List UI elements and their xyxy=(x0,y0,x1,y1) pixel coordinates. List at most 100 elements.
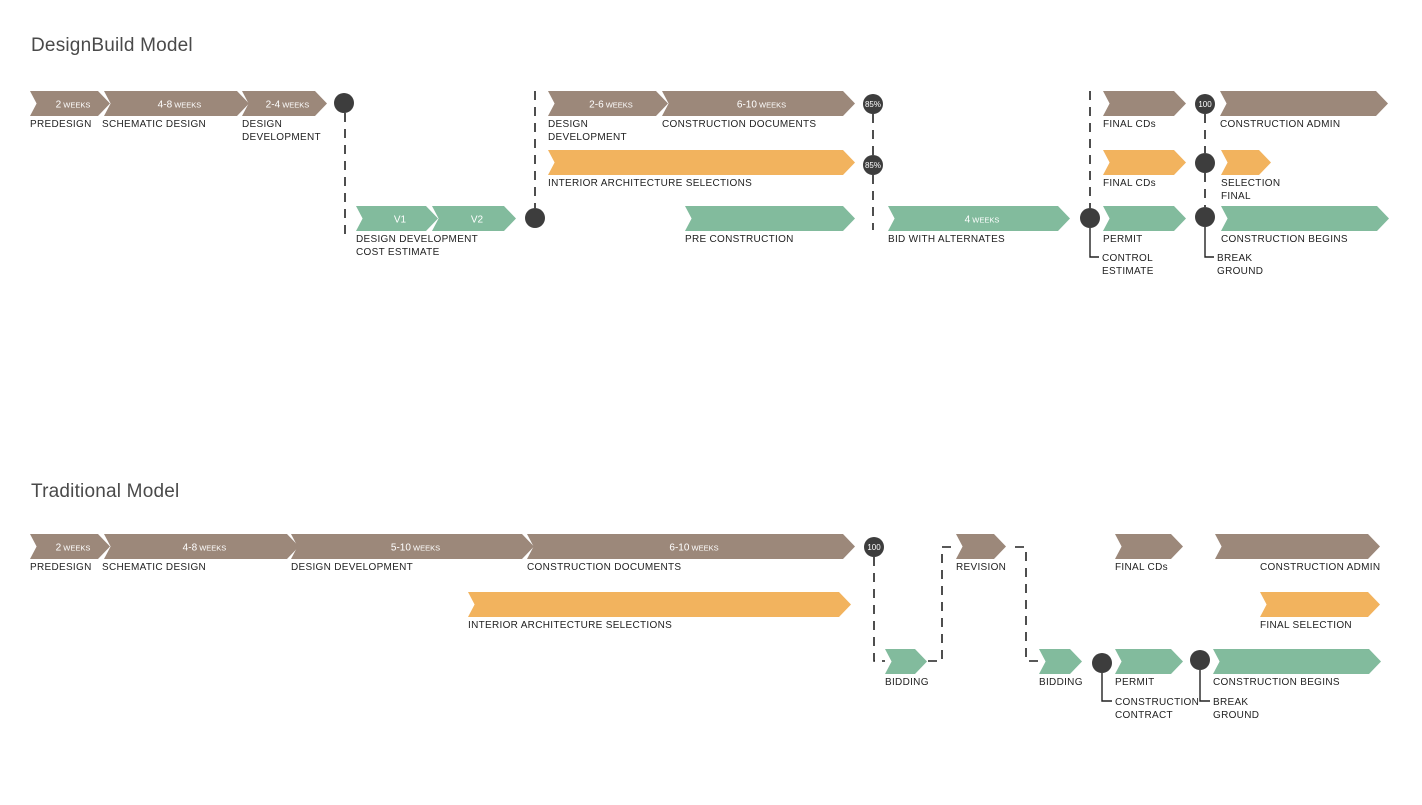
designbuild-title: DesignBuild Model xyxy=(31,35,193,56)
duration-text-1-3: 6-10 WEEKS xyxy=(669,543,718,554)
phase-arrow-0-8 xyxy=(685,206,855,231)
phase-arrow-0-7 xyxy=(548,150,855,175)
milestone-label-0-2: 85% xyxy=(865,100,881,109)
note-label-0-0-1: ESTIMATE xyxy=(1102,266,1154,277)
phase-arrow-0-9 xyxy=(888,206,1070,231)
note-label-1-0-0: CONSTRUCTION xyxy=(1115,697,1199,708)
note-label-0-0-0: CONTROL xyxy=(1102,253,1153,264)
milestone-dot-1-0 xyxy=(864,537,884,557)
phase-label-1-1-0: SCHEMATIC DESIGN xyxy=(102,562,206,573)
dashed-connector-1-0 xyxy=(873,557,885,662)
duration-text-1-2: 5-10 WEEKS xyxy=(391,543,440,554)
phase-arrow-1-9 xyxy=(1215,534,1380,559)
phase-label-0-0-0: PREDESIGN xyxy=(30,119,92,130)
phase-arrow-0-1 xyxy=(104,91,249,116)
phase-label-0-13-0: SELECTION xyxy=(1221,178,1280,189)
duration-text-0-3: V1 xyxy=(394,215,407,226)
note-label-1-1-1: GROUND xyxy=(1213,710,1259,721)
note-bracket-0-0 xyxy=(1089,228,1099,258)
dashed-connector-1-1 xyxy=(928,546,956,662)
phase-arrow-0-4 xyxy=(432,206,516,231)
dashed-connector-1-2 xyxy=(1015,546,1039,662)
milestone-dot-1-2 xyxy=(1190,650,1210,670)
milestone-dot-0-7 xyxy=(1195,207,1215,227)
note-bracket-1-1 xyxy=(1199,670,1210,702)
phase-label-0-9-0: BID WITH ALTERNATES xyxy=(888,234,1005,245)
phase-label-1-0-0: PREDESIGN xyxy=(30,562,92,573)
phase-arrow-0-3 xyxy=(356,206,438,231)
phase-arrow-1-5 xyxy=(885,649,927,674)
phase-label-1-9-0: CONSTRUCTION ADMIN xyxy=(1260,562,1380,573)
phase-arrow-1-8 xyxy=(1115,534,1183,559)
phase-arrow-0-0 xyxy=(30,91,110,116)
phase-label-0-10-0: FINAL CDs xyxy=(1103,119,1156,130)
milestone-label-1-0: 100 xyxy=(867,543,881,552)
milestone-dot-1-1 xyxy=(1092,653,1112,673)
phase-label-1-2-0: DESIGN DEVELOPMENT xyxy=(291,562,413,573)
milestone-label-0-5: 100 xyxy=(1198,100,1212,109)
phase-label-1-5-0: BIDDING xyxy=(885,677,929,688)
phase-label-0-3-0: DESIGN DEVELOPMENT xyxy=(356,234,478,245)
phase-label-0-5-0: DESIGN xyxy=(548,119,588,130)
phase-arrow-1-1 xyxy=(104,534,299,559)
duration-text-1-0: 2 WEEKS xyxy=(56,543,91,554)
milestone-dot-0-5 xyxy=(1195,94,1215,114)
phase-label-0-15-0: CONSTRUCTION BEGINS xyxy=(1221,234,1348,245)
phase-label-1-3-0: CONSTRUCTION DOCUMENTS xyxy=(527,562,681,573)
milestone-dot-0-6 xyxy=(1195,153,1215,173)
phase-arrow-0-12 xyxy=(1103,150,1186,175)
note-label-1-1-0: BREAK xyxy=(1213,697,1248,708)
note-label-1-0-1: CONTRACT xyxy=(1115,710,1173,721)
note-label-0-1-0: BREAK xyxy=(1217,253,1252,264)
duration-text-0-4: V2 xyxy=(471,215,484,226)
phase-label-0-2-1: DEVELOPMENT xyxy=(242,132,321,143)
duration-text-0-2: 2-4 WEEKS xyxy=(266,100,310,111)
milestone-dot-0-3 xyxy=(863,155,883,175)
phase-arrow-1-2 xyxy=(291,534,534,559)
phase-arrow-1-3 xyxy=(527,534,855,559)
phase-label-1-12-0: CONSTRUCTION BEGINS xyxy=(1213,677,1340,688)
duration-text-0-9: 4 WEEKS xyxy=(965,215,1000,226)
phase-arrow-0-2 xyxy=(242,91,327,116)
phase-label-0-5-1: DEVELOPMENT xyxy=(548,132,627,143)
phase-label-0-11-0: CONSTRUCTION ADMIN xyxy=(1220,119,1340,130)
note-bracket-1-0 xyxy=(1101,673,1112,702)
phase-label-0-12-0: FINAL CDs xyxy=(1103,178,1156,189)
phase-arrow-0-15 xyxy=(1221,206,1389,231)
milestone-dot-0-4 xyxy=(1080,208,1100,228)
phase-arrow-0-11 xyxy=(1220,91,1388,116)
phase-arrow-0-10 xyxy=(1103,91,1186,116)
phase-arrow-1-6 xyxy=(956,534,1006,559)
note-label-0-1-1: GROUND xyxy=(1217,266,1263,277)
phase-label-1-6-0: REVISION xyxy=(956,562,1006,573)
phase-label-0-6-0: CONSTRUCTION DOCUMENTS xyxy=(662,119,816,130)
phase-arrow-0-6 xyxy=(662,91,855,116)
phase-arrow-1-11 xyxy=(1115,649,1183,674)
phase-label-0-8-0: PRE CONSTRUCTION xyxy=(685,234,794,245)
phase-label-0-7-0: INTERIOR ARCHITECTURE SELECTIONS xyxy=(548,178,752,189)
phase-arrow-1-10 xyxy=(1260,592,1380,617)
phase-arrow-0-5 xyxy=(548,91,668,116)
phase-label-1-4-0: INTERIOR ARCHITECTURE SELECTIONS xyxy=(468,620,672,631)
phase-arrow-1-0 xyxy=(30,534,110,559)
phase-label-0-14-0: PERMIT xyxy=(1103,234,1143,245)
phase-label-1-10-0: FINAL SELECTION xyxy=(1260,620,1352,631)
duration-text-0-1: 4-8 WEEKS xyxy=(158,100,202,111)
phase-label-1-7-0: BIDDING xyxy=(1039,677,1083,688)
phase-arrow-0-14 xyxy=(1103,206,1186,231)
duration-text-0-6: 6-10 WEEKS xyxy=(737,100,786,111)
phase-arrow-1-4 xyxy=(468,592,851,617)
milestone-dot-0-2 xyxy=(863,94,883,114)
phase-arrow-0-13 xyxy=(1221,150,1271,175)
duration-text-0-5: 2-6 WEEKS xyxy=(589,100,633,111)
phase-arrow-1-7 xyxy=(1039,649,1082,674)
phase-label-0-13-1: FINAL xyxy=(1221,191,1251,202)
milestone-dot-0-1 xyxy=(525,208,545,228)
phase-label-0-3-1: COST ESTIMATE xyxy=(356,247,440,258)
duration-text-0-0: 2 WEEKS xyxy=(56,100,91,111)
traditional-title: Traditional Model xyxy=(31,481,180,502)
phase-label-1-11-0: PERMIT xyxy=(1115,677,1155,688)
milestone-label-0-3: 85% xyxy=(865,161,881,170)
